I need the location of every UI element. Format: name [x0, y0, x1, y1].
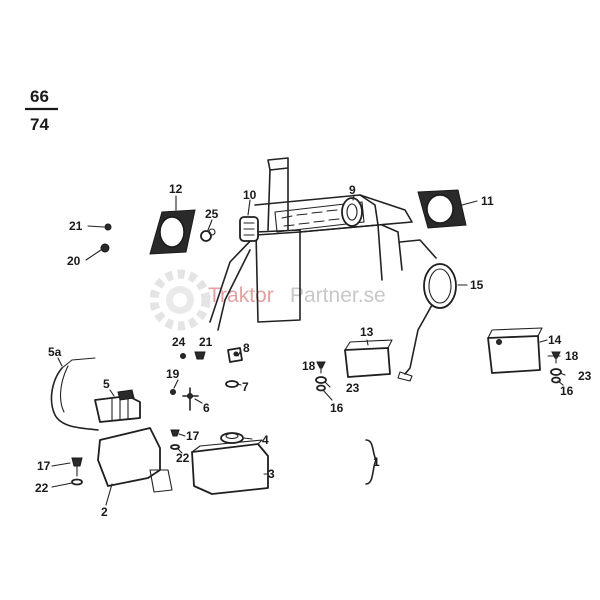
callout-17-lower: 17: [37, 459, 51, 473]
grille-top-bracket: [267, 157, 289, 171]
part-19-screw: [170, 389, 176, 395]
callout-labels: 1 2 3 4 5 5a 6 7 8 9 10 11 12 13 14 15 1…: [35, 182, 592, 519]
callout-4: 4: [262, 433, 269, 447]
callout-5a: 5a: [48, 345, 62, 359]
part-24-screw: [180, 353, 186, 359]
callout-14: 14: [548, 333, 562, 347]
part-4-cap: [220, 432, 244, 444]
callout-23-left: 23: [346, 381, 360, 395]
callout-7: 7: [242, 380, 249, 394]
callout-16-right: 16: [560, 384, 574, 398]
callout-15: 15: [470, 278, 484, 292]
callout-21-top: 21: [69, 219, 83, 233]
callout-1: 1: [373, 455, 380, 469]
part-2-tray: [97, 427, 173, 493]
callout-17-upper: 17: [186, 429, 200, 443]
part-8-switch: [227, 347, 243, 363]
callout-3: 3: [268, 467, 275, 481]
part-13-rear-lamp: [344, 339, 393, 378]
callout-2: 2: [101, 505, 108, 519]
callout-9: 9: [349, 183, 356, 197]
part-18-screw-left: [316, 361, 326, 374]
part-17-bolt-upper: [170, 429, 180, 437]
callout-13: 13: [360, 325, 374, 339]
part-15-mirror-with-arm: [397, 239, 457, 382]
page-number-bottom: 74: [30, 115, 49, 134]
callout-18-left: 18: [302, 359, 316, 373]
callout-22-lower: 22: [35, 481, 49, 495]
callout-6: 6: [203, 401, 210, 415]
watermark-gear-icon: [149, 269, 211, 331]
part-22-washer-lower: [71, 478, 83, 486]
part-21-screw: [104, 223, 112, 231]
callout-19: 19: [166, 367, 180, 381]
group-bracket: [365, 439, 377, 485]
callout-22-upper: 22: [176, 451, 190, 465]
part-12-headlamp-frame: [149, 209, 196, 255]
callout-11: 11: [481, 194, 494, 208]
callout-18-right: 18: [565, 349, 579, 363]
grille-post: [255, 229, 301, 323]
callout-16-left: 16: [330, 401, 344, 415]
part-17-bolt-lower: [71, 457, 83, 477]
part-9-lamp: [341, 197, 363, 227]
callout-12: 12: [169, 182, 183, 196]
part-21-screw-lower: [194, 351, 206, 360]
part-6-cross-fitting: [182, 387, 199, 411]
callout-8: 8: [243, 341, 250, 355]
leader-lines: [51, 194, 566, 506]
callout-25: 25: [205, 207, 219, 221]
part-16-nut-left: [316, 384, 326, 392]
callout-5: 5: [103, 377, 110, 391]
callout-10: 10: [243, 188, 257, 202]
callout-20: 20: [67, 254, 81, 268]
part-23-washer-left: [315, 376, 327, 384]
part-18-screw-right: [551, 351, 561, 364]
callout-23-right: 23: [578, 369, 592, 383]
hood-front-frame: [254, 194, 379, 236]
part-11-headlamp-frame: [417, 189, 467, 229]
part-14-rear-lamp: [487, 327, 543, 374]
callout-21-lower: 21: [199, 335, 213, 349]
callout-24: 24: [172, 335, 186, 349]
hood-grille-assembly: [209, 157, 413, 331]
part-10-lamp: [239, 216, 259, 242]
watermark-text-partner: Partner.se: [290, 284, 386, 307]
part-5-motor: [94, 389, 141, 423]
part-3-tank: [191, 439, 269, 495]
part-23-washer-right: [550, 368, 562, 376]
part-5a-wire-harness: [50, 357, 99, 431]
part-7-ring: [225, 380, 239, 388]
part-25-clip: [200, 228, 216, 242]
part-20-bolt: [100, 243, 110, 253]
watermark-text-tractor: Traktor: [208, 284, 274, 307]
page-number-top: 66: [30, 87, 49, 106]
